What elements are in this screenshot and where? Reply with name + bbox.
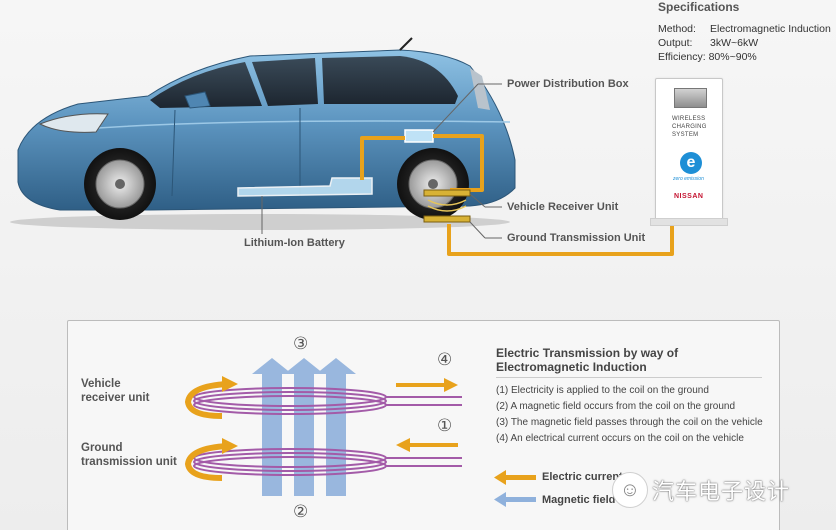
step-number-1: ① xyxy=(437,416,453,435)
step-item-2: (2) A magnetic field occurs from the coi… xyxy=(496,401,736,412)
car-headlight xyxy=(38,113,109,133)
wechat-icon: ☺ xyxy=(612,472,648,508)
car-beltline xyxy=(69,120,511,131)
label-lithium-ion-battery: Lithium-Ion Battery xyxy=(244,237,345,249)
label-line: Vehicle xyxy=(81,378,121,390)
step-item-4: (4) An electrical current occurs on the … xyxy=(496,433,744,444)
car-system-diagram xyxy=(10,37,674,256)
vehicle-curved-arrowhead xyxy=(222,376,238,392)
legend-electric-arrow-icon xyxy=(494,470,536,485)
spec-value: 3kW~6kW xyxy=(710,37,759,49)
watermark-text: 汽车电子设计 xyxy=(652,480,791,505)
spec-key: Efficiency: xyxy=(658,51,706,63)
input-current-arrow-icon xyxy=(396,438,458,452)
zero-emission-logo-icon: e xyxy=(680,152,702,174)
front-hub xyxy=(115,179,125,189)
step-item-3: (3) The magnetic field passes through th… xyxy=(496,417,763,428)
car-taillight xyxy=(470,68,490,110)
receiver-coil xyxy=(423,189,471,197)
panel-divider xyxy=(496,377,762,378)
panel-title-line: Electric Transmission by way of xyxy=(496,346,679,360)
label-line: transmission unit xyxy=(81,456,177,468)
ground-coil xyxy=(423,215,471,223)
legend-magnetic-arrow-icon xyxy=(494,492,536,507)
car-windshield xyxy=(150,62,262,108)
car-side-window-front xyxy=(252,58,318,106)
step-number-2: ② xyxy=(293,502,309,521)
leader-receiver xyxy=(469,193,486,208)
car-side-window-rear xyxy=(322,56,458,104)
station-text-line2: CHARGING xyxy=(672,124,707,130)
spec-row-method: Method: Electromagnetic Induction xyxy=(658,23,831,35)
label-power-distribution-box: Power Distribution Box xyxy=(507,78,629,90)
label-ground-transmission: Ground transmission unit xyxy=(81,441,177,469)
specifications-title: Specifications xyxy=(658,0,740,14)
panel-title-line: Electromagnetic Induction xyxy=(496,360,647,374)
car-antenna xyxy=(399,37,413,51)
station-screen xyxy=(674,88,707,108)
spec-key: Output: xyxy=(658,37,693,49)
induction-explanation-panel xyxy=(67,320,780,530)
legend-electric-current: Electric current xyxy=(542,471,623,483)
step-number-3: ③ xyxy=(293,334,309,353)
step-item-1: (1) Electricity is applied to the coil o… xyxy=(496,385,709,396)
panel-title: Electric Transmission by way of Electrom… xyxy=(496,346,756,374)
label-vehicle-receiver: Vehicle receiver unit xyxy=(81,377,149,405)
vehicle-curved-arrow-icon xyxy=(184,381,229,419)
step-number-4: ④ xyxy=(437,350,453,369)
station-text-line1: WIRELESS xyxy=(672,116,706,122)
car-mirror xyxy=(184,91,211,109)
ground-curved-arrowhead xyxy=(222,438,238,454)
label-ground-transmission-unit: Ground Transmission Unit xyxy=(507,232,646,244)
nissan-brand: NISSAN xyxy=(674,193,704,200)
label-vehicle-receiver-unit: Vehicle Receiver Unit xyxy=(507,201,619,213)
rear-hub xyxy=(428,179,438,189)
zero-emission-text: zero emission xyxy=(673,176,704,182)
spec-value: Electromagnetic Induction xyxy=(710,23,831,35)
leader-ground xyxy=(469,221,486,239)
spec-value: 80%~90% xyxy=(708,51,757,63)
leader-power-box xyxy=(432,83,479,133)
vehicle-coil xyxy=(193,387,462,415)
car-door-line-2 xyxy=(171,109,176,197)
spec-row-efficiency: Efficiency: 80%~90% xyxy=(658,51,757,63)
label-line: Ground xyxy=(81,442,123,454)
battery-pack xyxy=(237,177,373,197)
power-line-battery-box xyxy=(360,136,405,180)
output-current-arrow-icon xyxy=(396,378,458,392)
car-shadow xyxy=(10,214,510,230)
induction-waves xyxy=(427,199,467,212)
legend-magnetic-field: Magnetic field xyxy=(542,494,616,506)
spec-key: Method: xyxy=(658,23,696,35)
station-text-line3: SYSTEM xyxy=(672,132,699,138)
power-line-ground-station xyxy=(447,222,674,256)
label-line: receiver unit xyxy=(81,392,150,404)
spec-row-output: Output: 3kW~6kW xyxy=(658,37,758,49)
ground-curved-arrow-icon xyxy=(184,443,229,481)
station-base xyxy=(650,218,728,226)
